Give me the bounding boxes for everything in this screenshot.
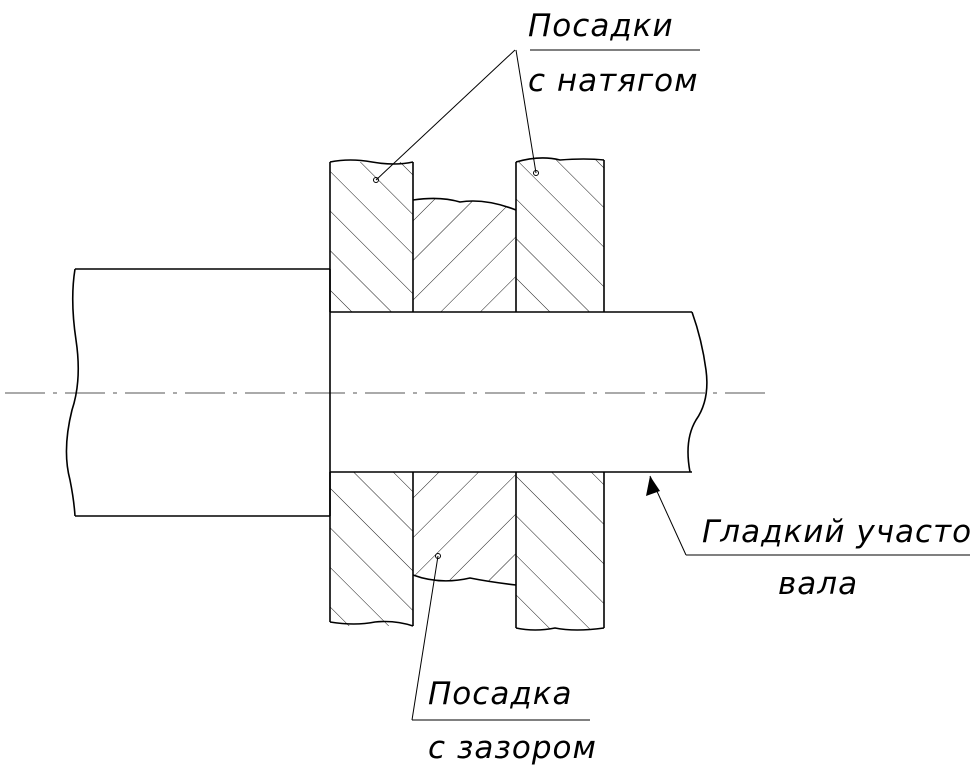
label-clearance-fit-line1: Посадка [428, 676, 572, 712]
leader-clearance-fit [411, 553, 590, 721]
label-smooth-section-line2: вала [778, 566, 858, 602]
arrowhead-icon [646, 476, 660, 496]
label-interference-fits-line2: с натягом [528, 63, 699, 99]
middle-hub-lower [412, 472, 517, 586]
right-hub-lower [515, 472, 605, 631]
label-smooth-section-line1: Гладкий участок [702, 514, 973, 550]
leader-interference-fits [373, 49, 700, 183]
label-interference-fits-line1: Посадки [528, 8, 674, 44]
shaft-smooth-section [330, 311, 708, 473]
middle-hub-upper [412, 197, 517, 312]
left-hub-upper [329, 159, 414, 312]
right-hub-upper [515, 157, 605, 312]
label-clearance-fit-line2: с зазором [428, 730, 597, 766]
left-hub-lower [329, 472, 414, 627]
leader-smooth-section [646, 475, 970, 556]
